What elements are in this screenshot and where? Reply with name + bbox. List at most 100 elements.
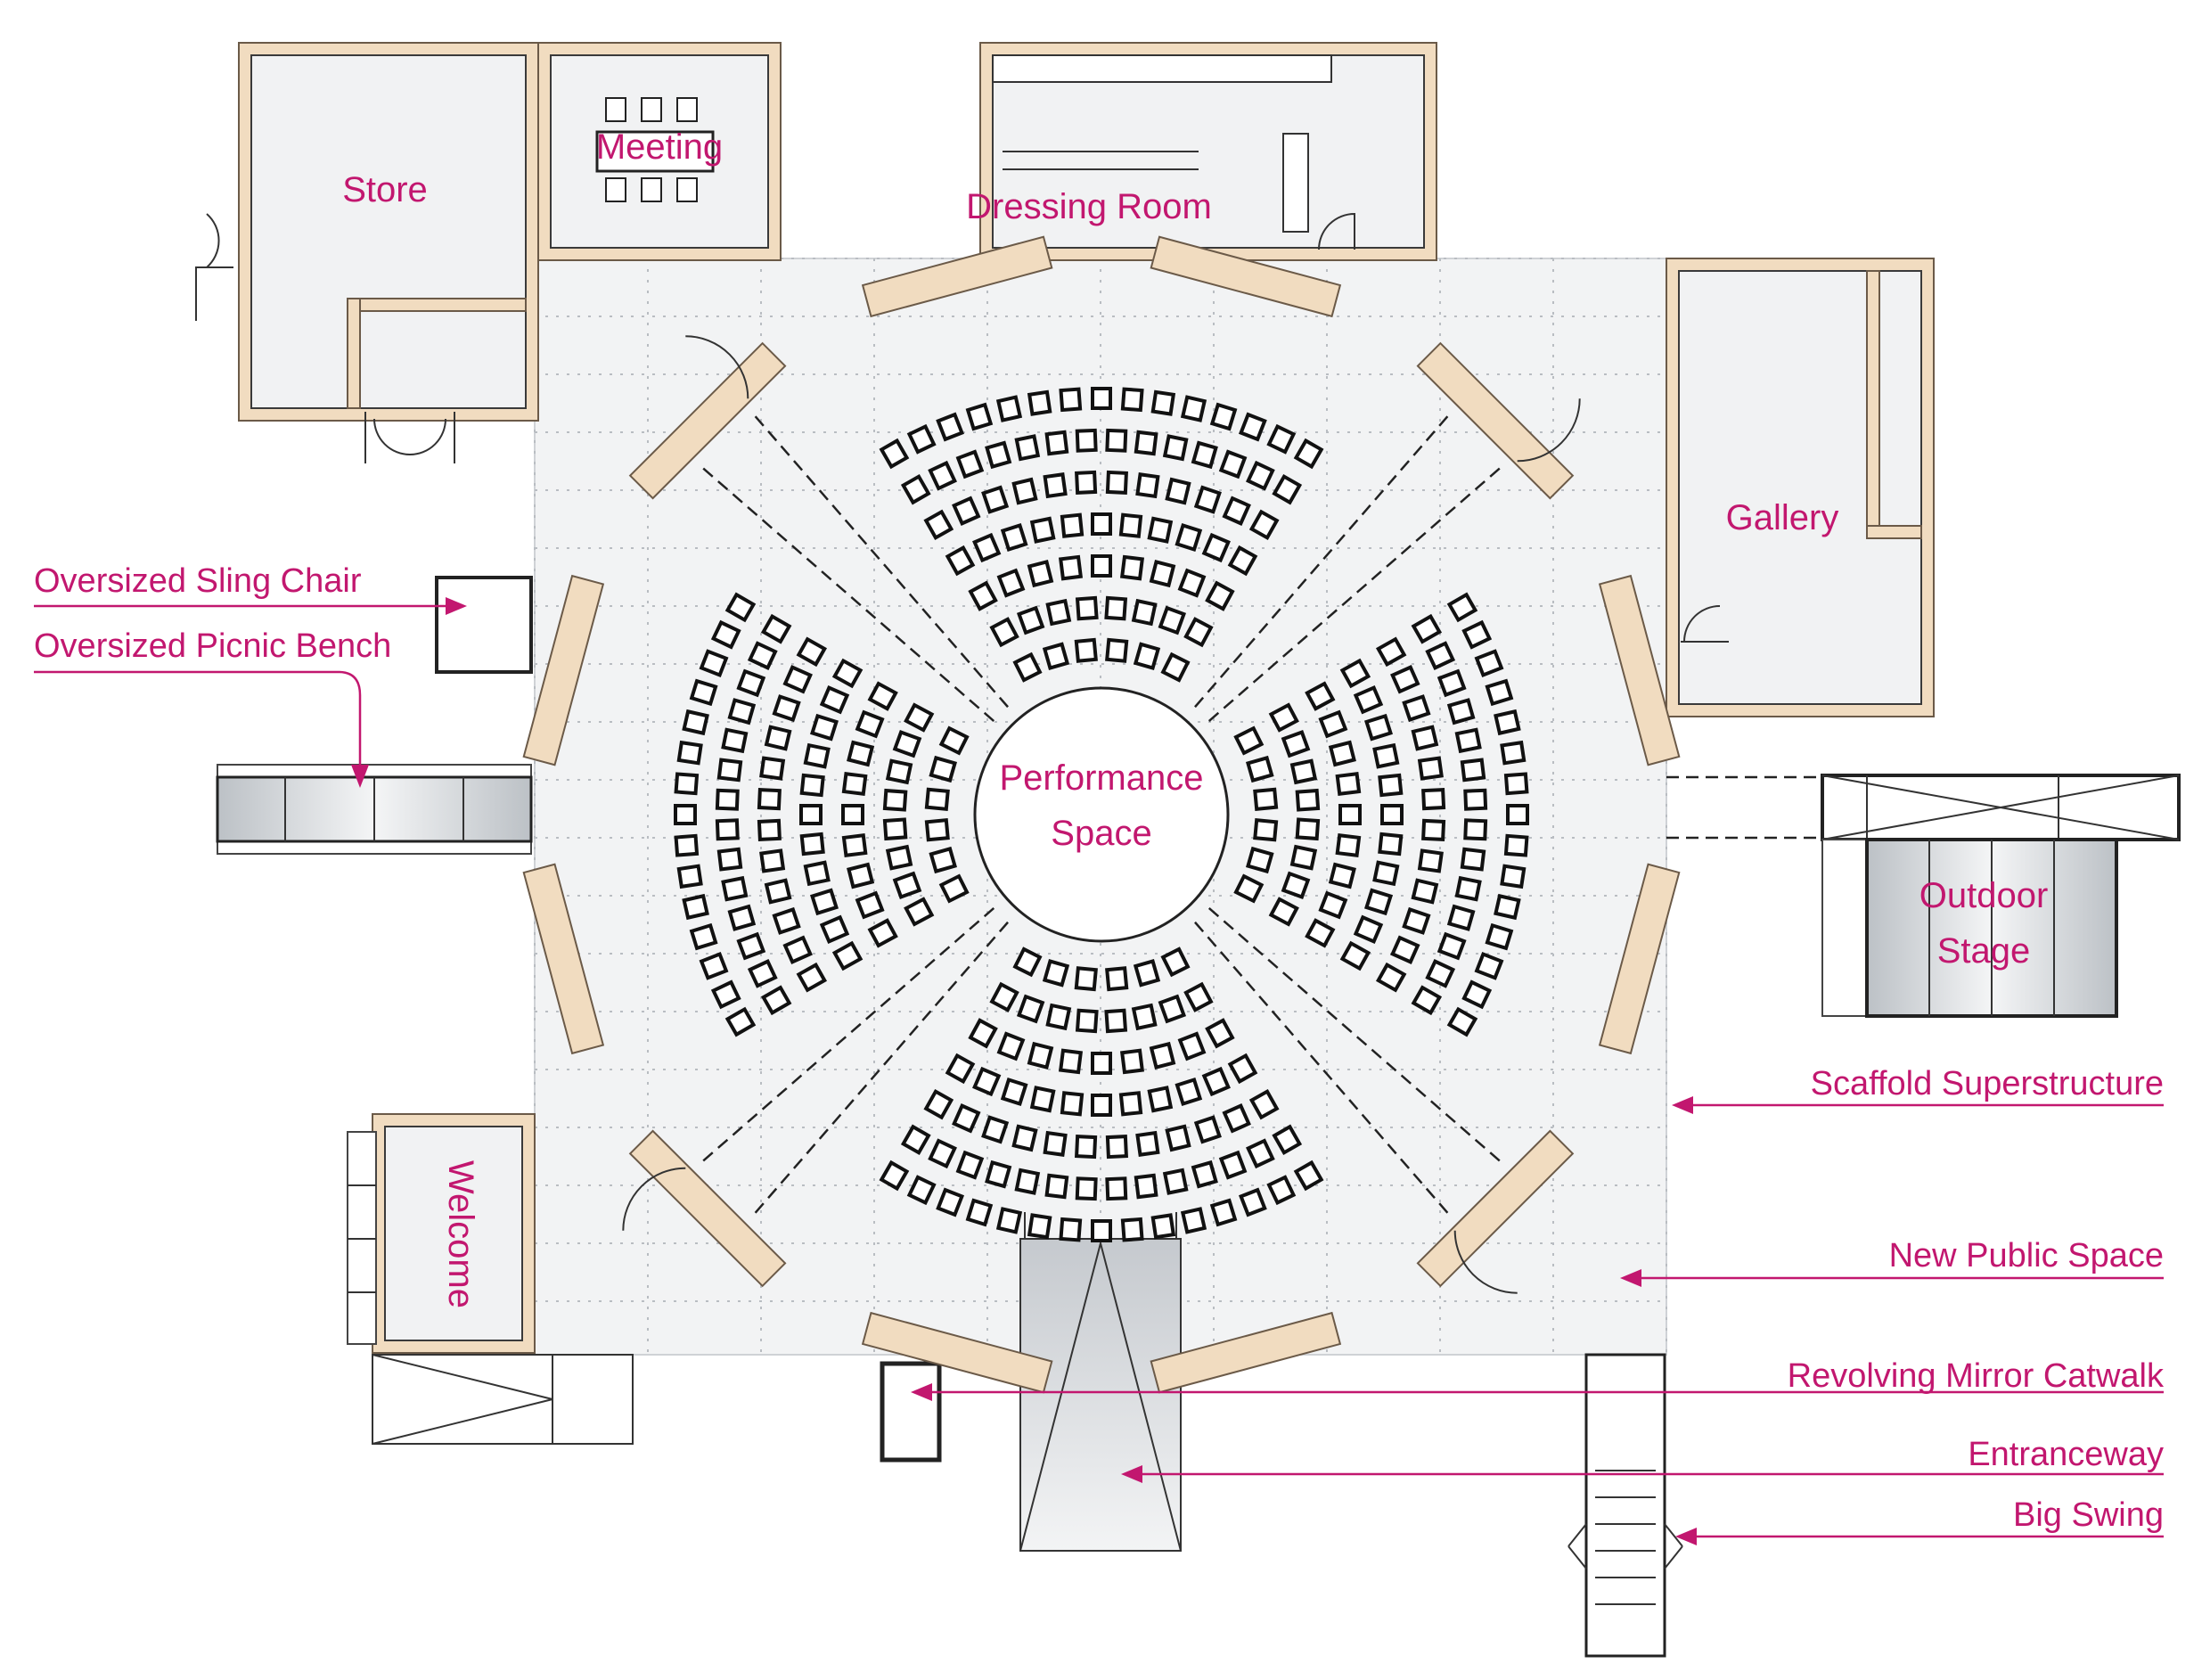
- seat: [996, 1031, 1026, 1061]
- seat: [879, 438, 910, 470]
- seat: [1372, 742, 1400, 769]
- seat: [1160, 947, 1191, 978]
- seat: [882, 817, 908, 841]
- room-label-outdoor-stage-line2: Stage: [1937, 931, 2031, 971]
- seat: [1209, 1198, 1238, 1227]
- seat: [1135, 1130, 1160, 1157]
- seat: [721, 727, 749, 754]
- seat: [1318, 709, 1348, 739]
- seat: [1460, 758, 1486, 783]
- seat: [904, 702, 935, 733]
- perimeter-wall-segment: [522, 574, 605, 766]
- seat: [1272, 1124, 1303, 1156]
- dressing-room: [979, 42, 1437, 261]
- seat: [1293, 438, 1324, 470]
- seat: [1183, 981, 1214, 1012]
- callout-label-public-space: New Public Space: [1889, 1237, 2164, 1274]
- seat: [841, 804, 864, 825]
- seat: [1506, 804, 1529, 825]
- store-room: [195, 42, 539, 463]
- big-swing: [1567, 1353, 1683, 1658]
- seat: [1158, 994, 1187, 1024]
- seat: [1494, 709, 1521, 736]
- seat: [1474, 951, 1504, 980]
- seat: [996, 568, 1026, 598]
- seat: [1378, 773, 1404, 798]
- seat: [1380, 804, 1404, 825]
- seat: [1000, 1077, 1028, 1107]
- seat: [1075, 1176, 1098, 1201]
- seat: [1191, 440, 1218, 470]
- seat: [938, 873, 970, 904]
- seat: [1272, 473, 1303, 505]
- room-label-meeting: Meeting: [596, 127, 723, 167]
- seat: [981, 1115, 1010, 1144]
- seat: [796, 962, 828, 993]
- seat: [757, 818, 782, 841]
- seat: [1074, 966, 1098, 992]
- seat: [1147, 516, 1174, 544]
- seat: [1012, 652, 1043, 683]
- seat: [727, 904, 757, 931]
- seat: [699, 649, 729, 678]
- seat: [809, 713, 839, 742]
- seat: [879, 1160, 910, 1192]
- seat: [1044, 430, 1069, 456]
- seat: [1045, 1003, 1072, 1031]
- seat: [1119, 1048, 1145, 1075]
- seat: [1177, 1031, 1207, 1061]
- seat: [1411, 613, 1443, 644]
- seat: [1183, 617, 1214, 648]
- seat: [1060, 512, 1085, 538]
- seat: [1120, 1217, 1144, 1242]
- seat: [1339, 658, 1371, 689]
- seat: [855, 709, 885, 739]
- welcome-room: [347, 1113, 634, 1445]
- seat: [759, 848, 786, 873]
- seat: [1390, 935, 1420, 964]
- seat: [1421, 818, 1446, 841]
- seat: [855, 890, 885, 920]
- seat: [1417, 756, 1444, 781]
- seat: [699, 951, 729, 980]
- seat: [1075, 1135, 1098, 1160]
- seat: [764, 878, 792, 905]
- seat: [923, 509, 954, 541]
- seat: [1165, 477, 1191, 505]
- seat: [906, 1175, 937, 1206]
- seat: [1162, 1168, 1189, 1195]
- seat: [1268, 897, 1299, 927]
- seat: [1338, 804, 1362, 825]
- seat: [923, 1088, 954, 1120]
- gallery-room: [1666, 258, 1935, 717]
- seat: [747, 959, 778, 988]
- seat: [1363, 888, 1394, 916]
- seat: [736, 668, 766, 698]
- seat: [1411, 725, 1439, 751]
- seat: [689, 678, 718, 707]
- seat: [1463, 788, 1488, 811]
- seat: [1503, 772, 1529, 796]
- seat: [1134, 1173, 1158, 1200]
- seat: [1411, 878, 1439, 905]
- seat: [1027, 560, 1054, 588]
- seat: [1353, 685, 1384, 715]
- seat: [1402, 694, 1431, 723]
- seat: [945, 545, 976, 577]
- seat: [1446, 592, 1478, 623]
- seat: [1193, 485, 1222, 514]
- seat: [1461, 619, 1493, 650]
- seat: [674, 772, 700, 796]
- seat: [989, 617, 1019, 648]
- seat: [1074, 637, 1098, 663]
- seat: [757, 788, 782, 811]
- seat: [1372, 860, 1400, 887]
- seat: [1000, 522, 1028, 553]
- seat: [1436, 931, 1467, 961]
- seat: [1417, 848, 1444, 873]
- auditorium: [522, 235, 1681, 1394]
- aisle-line: [697, 907, 995, 1167]
- seat: [1058, 1048, 1084, 1075]
- door-swing: [1517, 398, 1581, 463]
- perimeter-wall-segment: [1150, 235, 1342, 318]
